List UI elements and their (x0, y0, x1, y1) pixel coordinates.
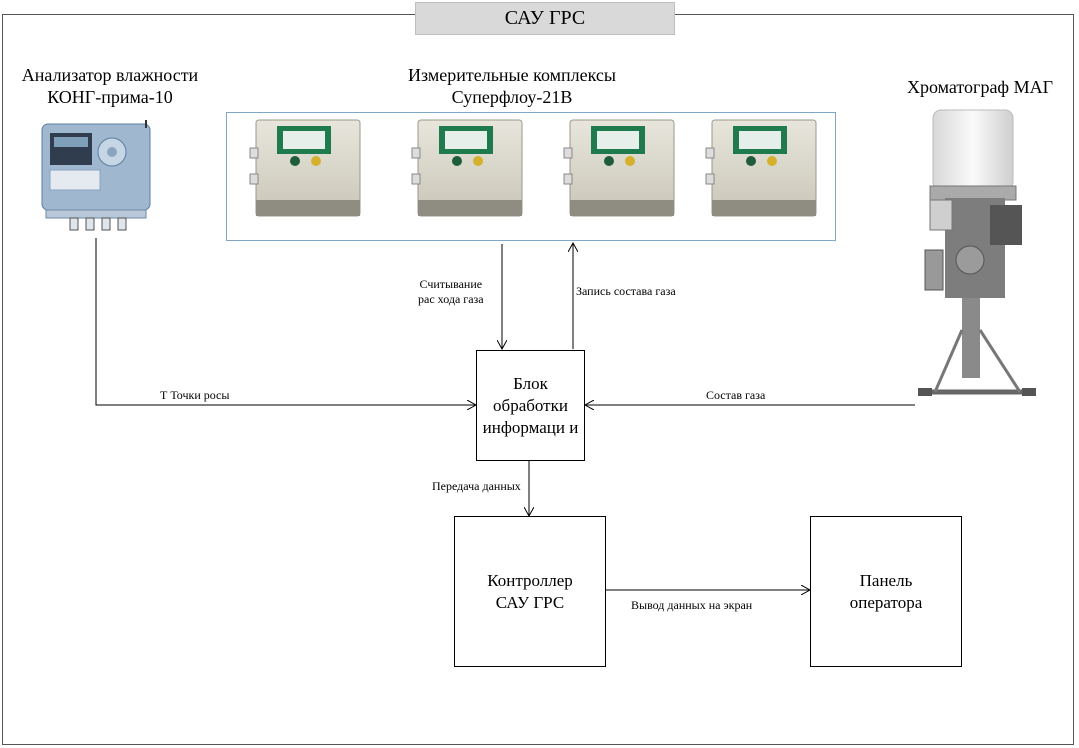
gas-write-label: Запись состава газа (576, 284, 676, 298)
chromatograph-image (918, 109, 1036, 396)
controller-block: Контроллер САУ ГРС (454, 516, 606, 667)
diagram-title: САУ ГРС (415, 2, 675, 35)
flow-meter-unit (249, 119, 361, 217)
flow-meter-unit (705, 119, 817, 217)
flow-meters-label: Измерительные комплексы Суперфлоу-21В (408, 65, 616, 107)
humidity-analyzer-image (41, 120, 151, 231)
dew-point-label: Т Точки росы (160, 388, 230, 402)
dew-point-arrow (95, 238, 476, 405)
flow-meter-unit (411, 119, 523, 217)
humidity-analyzer-label: Анализатор влажности КОНГ-прима-10 (21, 65, 199, 107)
operator-panel-block: Панель оператора (810, 516, 962, 667)
gas-composition-label: Состав газа (706, 388, 766, 402)
flow-read-label: Считывание рас хода газа (418, 277, 484, 306)
chromatograph-label: Хроматограф МАГ (906, 77, 1054, 97)
flow-meter-unit (563, 119, 675, 217)
processing-block: Блок обработки информаци и (476, 350, 585, 461)
data-transfer-label: Передача данных (432, 479, 521, 493)
screen-output-label: Вывод данных на экран (631, 598, 753, 612)
